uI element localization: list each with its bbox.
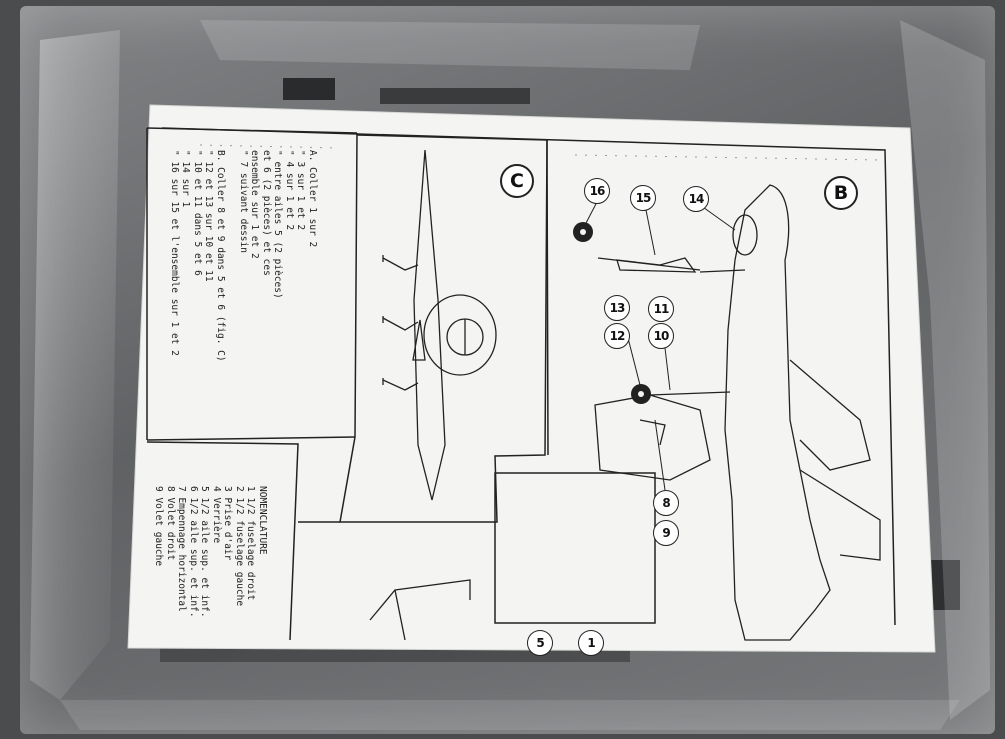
nomenclature-item: 8 Volet droit (165, 486, 176, 561)
assembly-line (226, 150, 238, 362)
nomenclature-item: 1 1/2 fuselage droit (245, 486, 257, 601)
part-callout-12: 12 (604, 323, 630, 349)
nomenclature-title: NOMENCLATURE (257, 486, 268, 555)
nomenclature-item: 2 1/2 fuselage gauche (234, 486, 245, 607)
part-callout-14: 14 (683, 186, 709, 212)
nomenclature-item: 7 Empennage horizontal (176, 486, 188, 612)
assembly-line: " 10 et 11 dans 5 et 6 (192, 150, 203, 276)
assembly-line: B. Coller 8 et 9 dans 5 et 6 (fig. C) (215, 150, 226, 362)
assembly-line: " 4 sur 1 et 2 (284, 150, 295, 231)
assembly-line: " 16 sur 15 et l'ensemble sur 1 et 2 (169, 150, 180, 356)
part-callout-1: 1 (578, 630, 604, 656)
nomenclature-item: 4 Verrière (211, 486, 222, 544)
figure-c-label: C (500, 164, 534, 198)
assembly-line: " entre ailes 5 (2 pièces) (272, 150, 284, 299)
part-callout-13: 13 (604, 295, 630, 321)
assembly-line: A. Coller 1 sur 2 (307, 150, 318, 248)
nomenclature-list: NOMENCLATURE 1 1/2 fuselage droit 2 1/2 … (153, 486, 269, 618)
part-callout-10: 10 (648, 323, 674, 349)
assembly-line: " 14 sur 1 (180, 150, 192, 208)
nomenclature-item: 3 Prise d'air (222, 486, 234, 561)
figure-b-label: B (824, 176, 858, 210)
assembly-line: et 6 (2 pièces) et ces (261, 150, 272, 276)
assembly-line: ensemble sur 1 et 2 (249, 150, 261, 259)
assembly-line: " 3 sur 1 et 2 (295, 150, 307, 231)
assembly-line: " 7 suivant dessin (238, 150, 249, 253)
part-callout-16: 16 (584, 178, 610, 204)
part-callout-5: 5 (527, 630, 553, 656)
nomenclature-item: 9 Volet gauche (153, 486, 165, 567)
part-callout-11: 11 (648, 296, 674, 322)
assembly-instructions: A. Coller 1 sur 2 " 3 sur 1 et 2 " 4 sur… (169, 150, 318, 362)
assembly-line: " 12 et 13 sur 10 et 11 (203, 150, 215, 282)
part-callout-15: 15 (630, 185, 656, 211)
nomenclature-item: 6 1/2 aile sup. et inf. (188, 486, 199, 618)
nomenclature-item: 5 1/2 aile sup. et inf. (199, 486, 211, 618)
part-callout-9: 9 (653, 520, 679, 546)
plastic-bag (20, 6, 995, 734)
part-callout-8: 8 (653, 490, 679, 516)
